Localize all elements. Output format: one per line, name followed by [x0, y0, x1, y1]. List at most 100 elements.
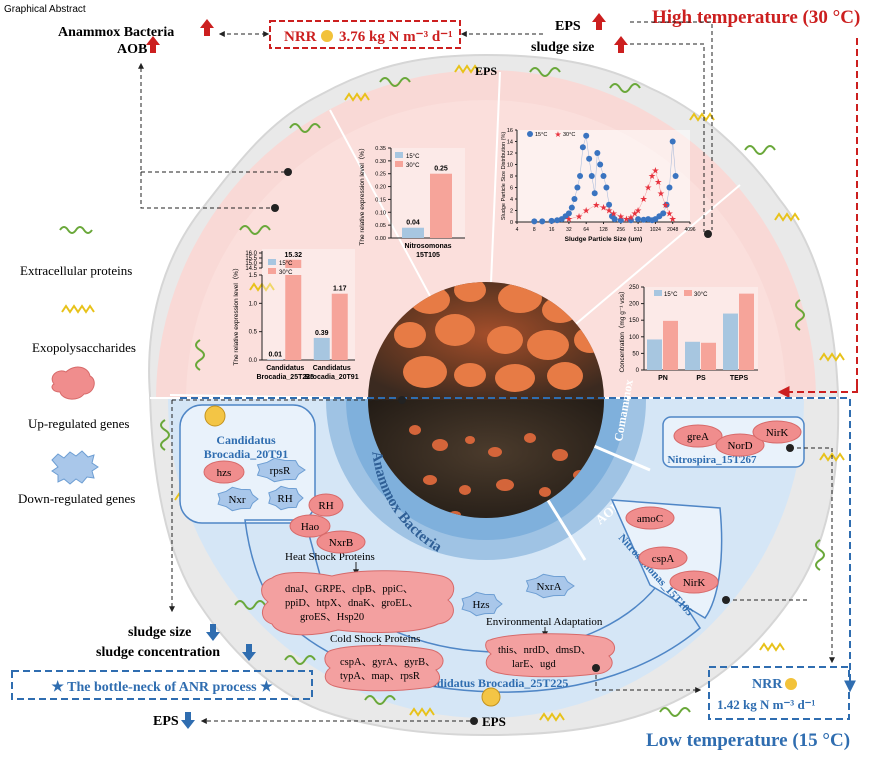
- data-point: [660, 210, 667, 217]
- data-point: [635, 216, 642, 223]
- x-tick-label: PN: [658, 375, 668, 382]
- data-point: [568, 204, 575, 211]
- low-nrr-box: [708, 666, 850, 720]
- x-tick-label: Nitrosomonas: [404, 243, 451, 250]
- gene-label: NxrA: [536, 581, 561, 593]
- legend-label: 30°C: [694, 292, 708, 298]
- bar: [647, 339, 662, 370]
- sad-face-icon: [204, 405, 226, 427]
- legend-swatch: [527, 131, 533, 137]
- data-point: ★: [648, 171, 656, 181]
- down-arrow-icon: [181, 712, 195, 729]
- gene-label: RH: [277, 493, 292, 505]
- low-temperature-label: Low temperature (15 °C): [646, 730, 850, 751]
- gene-label: NirK: [766, 427, 789, 439]
- data-point: [627, 217, 634, 224]
- up-gene-blob: [752, 420, 802, 444]
- gene-label: greA: [687, 431, 709, 443]
- down-arrow-icon: [206, 624, 220, 641]
- data-point: [603, 184, 610, 191]
- bottleneck-label: ★ The bottle-neck of ANR process ★: [51, 679, 273, 695]
- data-point: [574, 184, 581, 191]
- gene-label: Hzs: [472, 599, 489, 611]
- y-tick-label: 15.0: [245, 261, 257, 267]
- y-tick-label: 0.10: [375, 210, 386, 216]
- y-tick-label: 0.00: [375, 236, 386, 242]
- legend-swatch: [268, 268, 276, 274]
- data-point: [554, 217, 561, 224]
- gene-blob-heat-shock: [261, 570, 455, 636]
- data-point: [531, 218, 538, 225]
- legend-swatch: [268, 259, 276, 265]
- bar-value-label: 0.04: [406, 220, 420, 227]
- data-point: ★: [605, 206, 613, 216]
- x-tick-label: 32: [566, 227, 572, 233]
- legend: Extracellular proteins Exopolysaccharide…: [18, 226, 136, 506]
- aob-label: AOB: [117, 42, 147, 57]
- y-tick-label: 14.5: [245, 266, 257, 272]
- data-point: ★: [634, 206, 642, 216]
- legend-label: 15°C: [279, 261, 293, 267]
- gene-label: hzs: [217, 467, 232, 479]
- x-tick-label: Brocadia_25T225: [256, 374, 314, 381]
- gene-label: amoC: [637, 513, 663, 525]
- x-tick-label: 64: [583, 227, 589, 233]
- up-gene-blob: [289, 514, 331, 538]
- down-gene-blob: [268, 485, 304, 511]
- gene-label: NorD: [727, 440, 752, 452]
- data-point: ★: [592, 200, 600, 210]
- bar-value-label: 0.39: [315, 330, 329, 337]
- data-point: ★: [657, 188, 665, 198]
- bar: [663, 320, 678, 370]
- x-axis-label: Sludge Particle Size (um): [565, 236, 643, 243]
- x-tick-label: TEPS: [730, 375, 749, 382]
- low-nrr-label: NRR: [752, 677, 783, 692]
- y-tick-label: 6: [510, 186, 513, 192]
- thumb-icon: [785, 678, 797, 690]
- data-point: [571, 196, 578, 202]
- x-tick-label: 15T105: [416, 252, 440, 259]
- y-axis-label: Sludge Particle Size Distribution (%): [501, 132, 507, 221]
- legend-swatch: [654, 290, 662, 296]
- x-tick-label: 4: [516, 227, 519, 233]
- gene-label: Nxr: [228, 494, 245, 506]
- data-point: [586, 155, 593, 162]
- x-tick-label: PS: [696, 375, 706, 382]
- data-point: ★: [654, 177, 662, 187]
- down-gene-blob: [256, 457, 306, 483]
- legend-swatch: ★: [554, 130, 561, 139]
- bar-value-label: 0.25: [434, 166, 448, 173]
- eps-protein-squiggles: [160, 67, 825, 717]
- y-tick-label: 1.0: [249, 301, 258, 307]
- protein-squiggle-icon: [59, 226, 93, 234]
- high-sludge-size-label: sludge size: [531, 40, 594, 55]
- data-point: ★: [627, 212, 635, 222]
- gene-list-line: groES、Hsp20: [300, 612, 364, 623]
- legend-label: 15°C: [406, 154, 420, 160]
- high-nrr-box: [269, 20, 461, 49]
- gene-label: NxrB: [329, 537, 353, 549]
- data-point: ★: [665, 208, 673, 218]
- high-nrr-value: 3.76 kg N m⁻³ d⁻¹: [339, 29, 453, 45]
- down-gene-blob: [217, 486, 259, 512]
- thumb-icon: [321, 30, 333, 42]
- y-tick-label: 14: [507, 140, 513, 146]
- y-tick-label: 0: [636, 368, 640, 374]
- bar: [402, 227, 424, 238]
- bottleneck-box: [11, 670, 313, 700]
- x-tick-label: 2048: [667, 227, 678, 233]
- data-point: [591, 190, 598, 197]
- low-sludge-size-label: sludge size: [128, 625, 191, 640]
- arc-eps-label: EPS: [475, 64, 497, 78]
- data-point: ★: [622, 214, 630, 224]
- low-eps-arrow-label: EPS: [153, 714, 179, 729]
- y-tick-label: 0.35: [375, 146, 386, 152]
- y-tick-label: 0.05: [375, 223, 386, 229]
- legend-label: 30°C: [563, 132, 575, 138]
- legend-label: 15°C: [664, 292, 678, 298]
- data-point: ★: [617, 211, 625, 221]
- bar-value-label: 0.01: [268, 351, 282, 358]
- data-point: ★: [640, 194, 648, 204]
